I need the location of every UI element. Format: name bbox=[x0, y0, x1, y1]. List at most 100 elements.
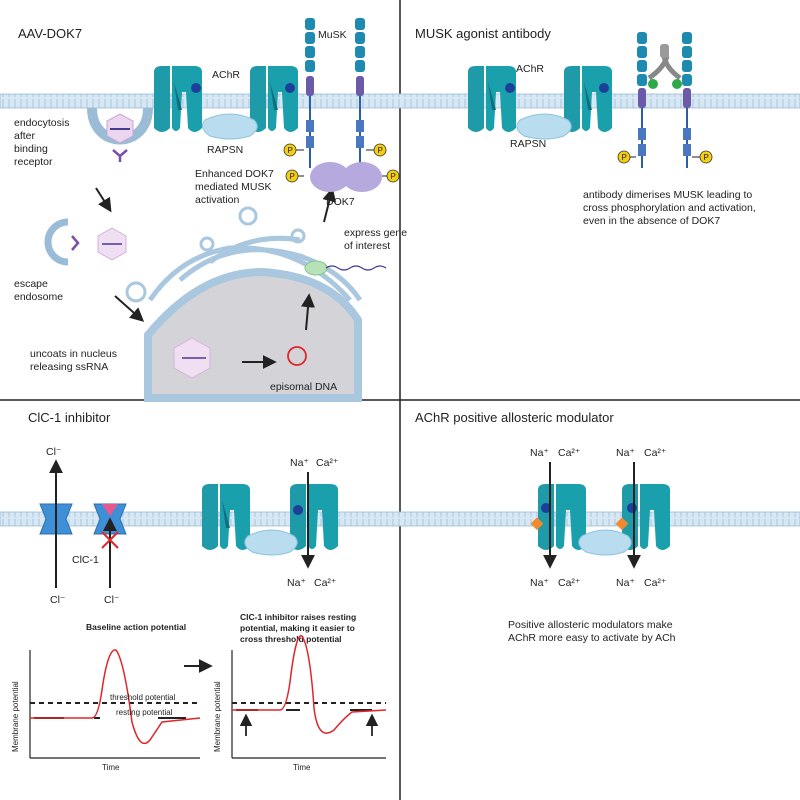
aav-achr-label: AChR bbox=[212, 69, 240, 81]
dok7-right bbox=[342, 162, 382, 192]
svg-text:P: P bbox=[290, 172, 295, 181]
ylabel-2: Membrane potential bbox=[213, 681, 222, 752]
membrane-top bbox=[0, 93, 800, 109]
enhanced-line1: Enhanced DOK7 bbox=[195, 168, 274, 180]
broken-endosome bbox=[44, 218, 69, 266]
vesicle-3 bbox=[238, 206, 258, 226]
endocytosis-line3: binding bbox=[14, 143, 48, 155]
nucleus bbox=[144, 267, 362, 402]
svg-text:P: P bbox=[288, 146, 293, 155]
achr-receptor-5 bbox=[202, 484, 250, 550]
achr-receptor-6 bbox=[290, 484, 338, 550]
vesicle-4 bbox=[290, 228, 306, 244]
musk-desc-line1: antibody dimerises MUSK leading to bbox=[583, 189, 752, 201]
threshold-label: threshold potential bbox=[110, 693, 176, 702]
musk-desc-line3: even in the absence of DOK7 bbox=[583, 215, 720, 227]
membrane-bottom bbox=[0, 511, 800, 527]
xlabel-2: Time bbox=[293, 763, 311, 772]
episomal-dna-icon bbox=[287, 346, 307, 366]
baseline-title: Baseline action potential bbox=[86, 622, 186, 632]
inhibitor-desc-line3: cross threshold potential bbox=[240, 634, 342, 644]
vesicle-2 bbox=[199, 236, 215, 252]
musk-title: MUSK agonist antibody bbox=[415, 26, 551, 41]
pam-na-bottom-2: Na⁺ bbox=[616, 577, 635, 589]
inhibitor-desc-line1: ClC-1 inhibitor raises resting bbox=[240, 612, 356, 622]
block-cross-icon bbox=[101, 531, 119, 549]
endocytosis-line1: endocytosis bbox=[14, 117, 69, 129]
clc-inhibitor-icon bbox=[102, 504, 118, 516]
express-line2: of interest bbox=[344, 240, 390, 252]
agonist-antibody-icon bbox=[647, 44, 682, 89]
aav-capsid-icon-3 bbox=[173, 337, 211, 379]
svg-text:P: P bbox=[622, 153, 627, 162]
pam-ca-top-1: Ca²⁺ bbox=[558, 447, 581, 459]
receptor-icon bbox=[112, 149, 128, 162]
pam-modulator-icon-1 bbox=[530, 517, 544, 531]
clc-na-top: Na⁺ bbox=[290, 457, 309, 469]
xlabel-1: Time bbox=[102, 763, 120, 772]
arrow-escape bbox=[114, 295, 145, 322]
aav-capsid-icon bbox=[106, 113, 134, 144]
uncoats-line2: releasing ssRNA bbox=[30, 361, 108, 373]
dok7-left bbox=[310, 162, 350, 192]
plot-inhibitor: Membrane potential Time bbox=[213, 635, 387, 772]
svg-text:P: P bbox=[704, 153, 709, 162]
plot-baseline: threshold potential resting potential Me… bbox=[11, 649, 201, 772]
phospho-badge-4: P bbox=[382, 169, 400, 183]
enhanced-line3: activation bbox=[195, 194, 240, 206]
episomal-label: episomal DNA bbox=[270, 381, 337, 393]
aav-rapsn-label: RAPSN bbox=[207, 144, 243, 156]
cl-bottom-left-label: Cl⁻ bbox=[50, 594, 66, 606]
phospho-badge-5: P bbox=[617, 150, 636, 164]
clc-na-bottom: Na⁺ bbox=[287, 577, 306, 589]
pam-na-top-2: Na⁺ bbox=[616, 447, 635, 459]
endocytosis-line2: after bbox=[14, 130, 36, 142]
svg-text:P: P bbox=[391, 172, 396, 181]
achr-receptor-4 bbox=[564, 66, 612, 132]
pam-ca-bottom-1: Ca²⁺ bbox=[558, 577, 581, 589]
ribosome-icon bbox=[304, 260, 328, 276]
rapsyn-cluster-3 bbox=[244, 529, 298, 556]
dok7-label: DOK7 bbox=[326, 196, 355, 208]
resting-label: resting potential bbox=[116, 708, 173, 717]
musk-receptor-right bbox=[355, 18, 365, 168]
aav-musk-label: MuSK bbox=[318, 29, 347, 41]
pam-na-top-1: Na⁺ bbox=[530, 447, 549, 459]
receptor-icon-2 bbox=[71, 235, 80, 251]
clc1-label: ClC-1 bbox=[72, 554, 99, 566]
phospho-badge-3: P bbox=[366, 143, 387, 157]
escape-line1: escape bbox=[14, 278, 48, 290]
clc-ca-top: Ca²⁺ bbox=[316, 457, 339, 469]
express-line1: express gene bbox=[344, 227, 407, 239]
aav-title: AAV-DOK7 bbox=[18, 26, 82, 41]
ylabel-1: Membrane potential bbox=[11, 681, 20, 752]
action-potential-trace bbox=[30, 649, 201, 745]
inhibitor-desc-line2: potential, making it easier to bbox=[240, 623, 355, 633]
endocytosis-line4: receptor bbox=[14, 156, 53, 168]
pam-ca-top-2: Ca²⁺ bbox=[644, 447, 667, 459]
musk-receptor-left-2 bbox=[637, 32, 647, 168]
phospho-badge-2: P bbox=[285, 169, 304, 183]
musk-desc-line2: cross phosphorylation and activation, bbox=[583, 202, 756, 214]
er-membrane-3 bbox=[208, 235, 301, 265]
svg-text:P: P bbox=[378, 146, 383, 155]
pam-title: AChR positive allosteric modulator bbox=[415, 410, 614, 425]
pam-desc-line1: Positive allosteric modulators make bbox=[508, 619, 673, 631]
phospho-badge-6: P bbox=[692, 150, 713, 164]
uncoats-line1: uncoats in nucleus bbox=[30, 348, 117, 360]
achr-receptor-2 bbox=[250, 66, 298, 132]
cl-bottom-right-label: Cl⁻ bbox=[104, 594, 120, 606]
clc-title: ClC-1 inhibitor bbox=[28, 410, 111, 425]
phospho-badge-1: P bbox=[283, 143, 304, 157]
action-potential-trace-2 bbox=[232, 635, 387, 734]
mrna-strand bbox=[325, 265, 387, 271]
er-membrane-2 bbox=[178, 247, 363, 302]
arrow-express bbox=[322, 187, 337, 223]
musk-receptor-right-2 bbox=[682, 32, 692, 168]
enhanced-line2: mediated MUSK bbox=[195, 181, 271, 193]
musk-receptor-left bbox=[305, 18, 315, 168]
musk-achr-label: AChR bbox=[516, 63, 544, 75]
escape-line2: endosome bbox=[14, 291, 63, 303]
clc-ca-bottom: Ca²⁺ bbox=[314, 577, 337, 589]
